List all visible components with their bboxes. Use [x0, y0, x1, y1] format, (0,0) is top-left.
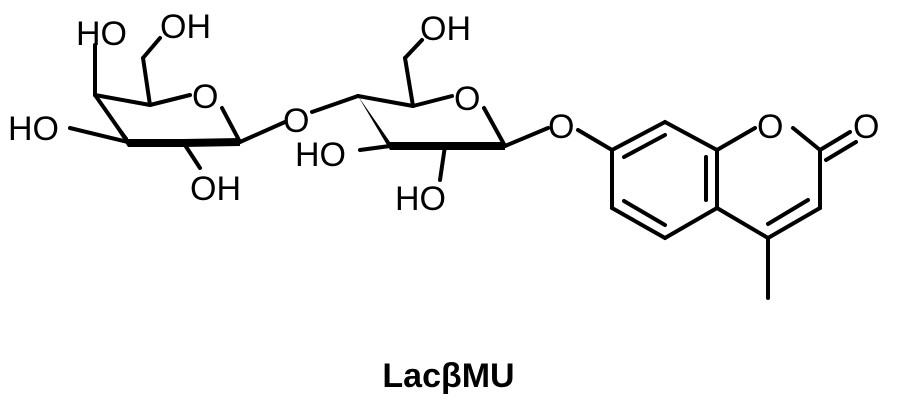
galactose-bold-edge — [128, 138, 240, 147]
gal-oh4-label: HO — [76, 15, 127, 53]
glc-ring-o-label: O — [454, 80, 480, 118]
molecule-name: LacβMU — [382, 357, 515, 395]
coumarin-ring-o-label: O — [757, 108, 783, 146]
gal-ring-o-label: O — [192, 78, 218, 116]
coumarin-carbonyl-o-label: O — [853, 108, 879, 146]
glc-oh2-label: HO — [395, 180, 446, 218]
gal-oh2-label: OH — [190, 170, 241, 208]
aglycone-o-label: O — [548, 108, 574, 146]
coumarin-system — [576, 120, 858, 300]
gal-oh6-label: OH — [160, 8, 211, 46]
galactose-ring — [68, 36, 287, 170]
glc-oh3-label: HO — [295, 136, 346, 174]
glc-oh6-label: OH — [420, 10, 471, 48]
glucose-wedge-left — [358, 96, 390, 150]
glucose-bold-edge — [390, 142, 505, 150]
galactose-wedge-left — [95, 95, 128, 147]
gal-oh3-label: HO — [8, 110, 59, 148]
glucose-ring — [310, 38, 550, 182]
glycosidic-o-label: O — [283, 102, 309, 140]
